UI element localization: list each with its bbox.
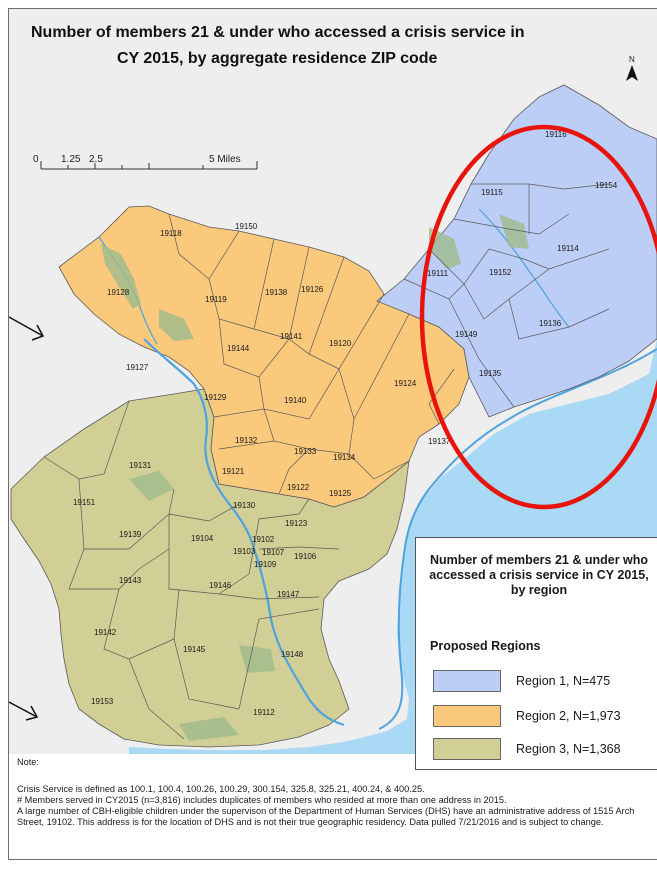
legend-swatch-region1	[433, 670, 501, 692]
zip-19149: 19149	[455, 330, 478, 339]
zip-19148: 19148	[281, 650, 304, 659]
zip-19102: 19102	[252, 535, 275, 544]
zip-19109: 19109	[254, 560, 277, 569]
zip-19106: 19106	[294, 552, 317, 561]
map-legend: Number of members 21 & under who accesse…	[415, 537, 657, 770]
zip-19129: 19129	[204, 393, 227, 402]
zip-19139: 19139	[119, 530, 142, 539]
zip-19104: 19104	[191, 534, 214, 543]
zip-19132: 19132	[235, 436, 258, 445]
zip-19121: 19121	[222, 467, 245, 476]
zip-labels-region3: 19131 19151 19130 19123 19139 19104 1910…	[73, 461, 317, 717]
zip-19147: 19147	[277, 590, 300, 599]
zip-19144: 19144	[227, 344, 250, 353]
zip-19134: 19134	[333, 453, 356, 462]
river-line	[378, 348, 657, 730]
zip-19135: 19135	[479, 369, 502, 378]
north-arrow-icon	[626, 65, 638, 81]
zip-19136: 19136	[539, 319, 562, 328]
zip-19145: 19145	[183, 645, 206, 654]
zip-19115: 19115	[481, 188, 503, 197]
zip-19124: 19124	[394, 379, 417, 388]
scale-label-5-miles: 5 Miles	[209, 154, 241, 165]
zip-19131: 19131	[129, 461, 152, 470]
note-line3: A large number of CBH-eligible children …	[17, 806, 635, 827]
zip-19120: 19120	[329, 339, 352, 348]
highlight-circle	[419, 124, 657, 510]
region1-area	[376, 84, 657, 418]
schuylkill-river	[143, 338, 345, 727]
zip-19114: 19114	[557, 244, 579, 253]
zip-19122: 19122	[287, 483, 310, 492]
map-figure: 19116 19115 19154 19114 19111 19152 1914…	[8, 8, 657, 860]
zip-19118: 19118	[160, 229, 182, 238]
zip-19151: 19151	[73, 498, 96, 507]
zip-19142: 19142	[94, 628, 117, 637]
zip-19138: 19138	[265, 288, 288, 297]
legend-swatch-region2	[433, 705, 501, 727]
zip-19127: 19127	[126, 363, 149, 372]
zip-19141: 19141	[280, 332, 303, 341]
map-canvas: 19116 19115 19154 19114 19111 19152 1914…	[9, 9, 657, 754]
zip-19123: 19123	[285, 519, 308, 528]
note-line2: # Members served in CY2015 (n=3,816) inc…	[17, 795, 507, 805]
note-line1: Crisis Service is defined as 100.1, 100.…	[17, 784, 425, 794]
scale-label-2-5: 2.5	[89, 154, 103, 165]
legend-label-region3: Region 3, N=1,368	[516, 742, 621, 756]
zip-19133: 19133	[294, 447, 317, 456]
legend-swatch-region3	[433, 738, 501, 760]
zip-19150: 19150	[235, 222, 258, 231]
zip-19107: 19107	[262, 548, 285, 557]
legend-label-region2: Region 2, N=1,973	[516, 709, 621, 723]
zip-19146: 19146	[209, 581, 232, 590]
zip-19154: 19154	[595, 181, 618, 190]
map-notes: Note: Crisis Service is defined as 100.1…	[17, 757, 657, 828]
zip-labels-region1: 19116 19115 19154 19114 19111 19152 1914…	[427, 130, 618, 378]
zip-labels-region2: 19118 19150 19128 19119 19138 19126 1914…	[107, 222, 451, 498]
zip-19111: 19111	[427, 269, 449, 278]
north-label: N	[629, 55, 635, 64]
map-title-line1: Number of members 21 & under who accesse…	[31, 24, 525, 41]
zip-19119: 19119	[205, 295, 227, 304]
zip-19137: 19137	[428, 437, 451, 446]
legend-label-region1: Region 1, N=475	[516, 674, 611, 688]
annotation-arrow-bottom	[9, 701, 39, 721]
zip-19112: 19112	[253, 708, 275, 717]
legend-subtitle: Proposed Regions	[430, 639, 541, 653]
zip-boundaries	[43, 183, 610, 740]
annotation-arrow-top	[9, 316, 45, 341]
zip-19116: 19116	[545, 130, 567, 139]
zip-19153: 19153	[91, 697, 114, 706]
scale-bar	[40, 161, 258, 170]
zip-19128: 19128	[107, 288, 130, 297]
note-label: Note:	[17, 757, 39, 767]
park-areas	[101, 214, 529, 741]
zip-19152: 19152	[489, 268, 512, 277]
legend-title: Number of members 21 & under who accesse…	[429, 553, 649, 597]
zip-19130: 19130	[233, 501, 256, 510]
zip-19143: 19143	[119, 576, 142, 585]
zip-19126: 19126	[301, 285, 324, 294]
scale-label-1-25: 1.25	[61, 154, 81, 165]
zip-19103: 19103	[233, 547, 256, 556]
map-title-line2: CY 2015, by aggregate residence ZIP code	[117, 50, 438, 67]
scale-label-0: 0	[33, 154, 39, 165]
zip-19125: 19125	[329, 489, 352, 498]
zip-19140: 19140	[284, 396, 307, 405]
